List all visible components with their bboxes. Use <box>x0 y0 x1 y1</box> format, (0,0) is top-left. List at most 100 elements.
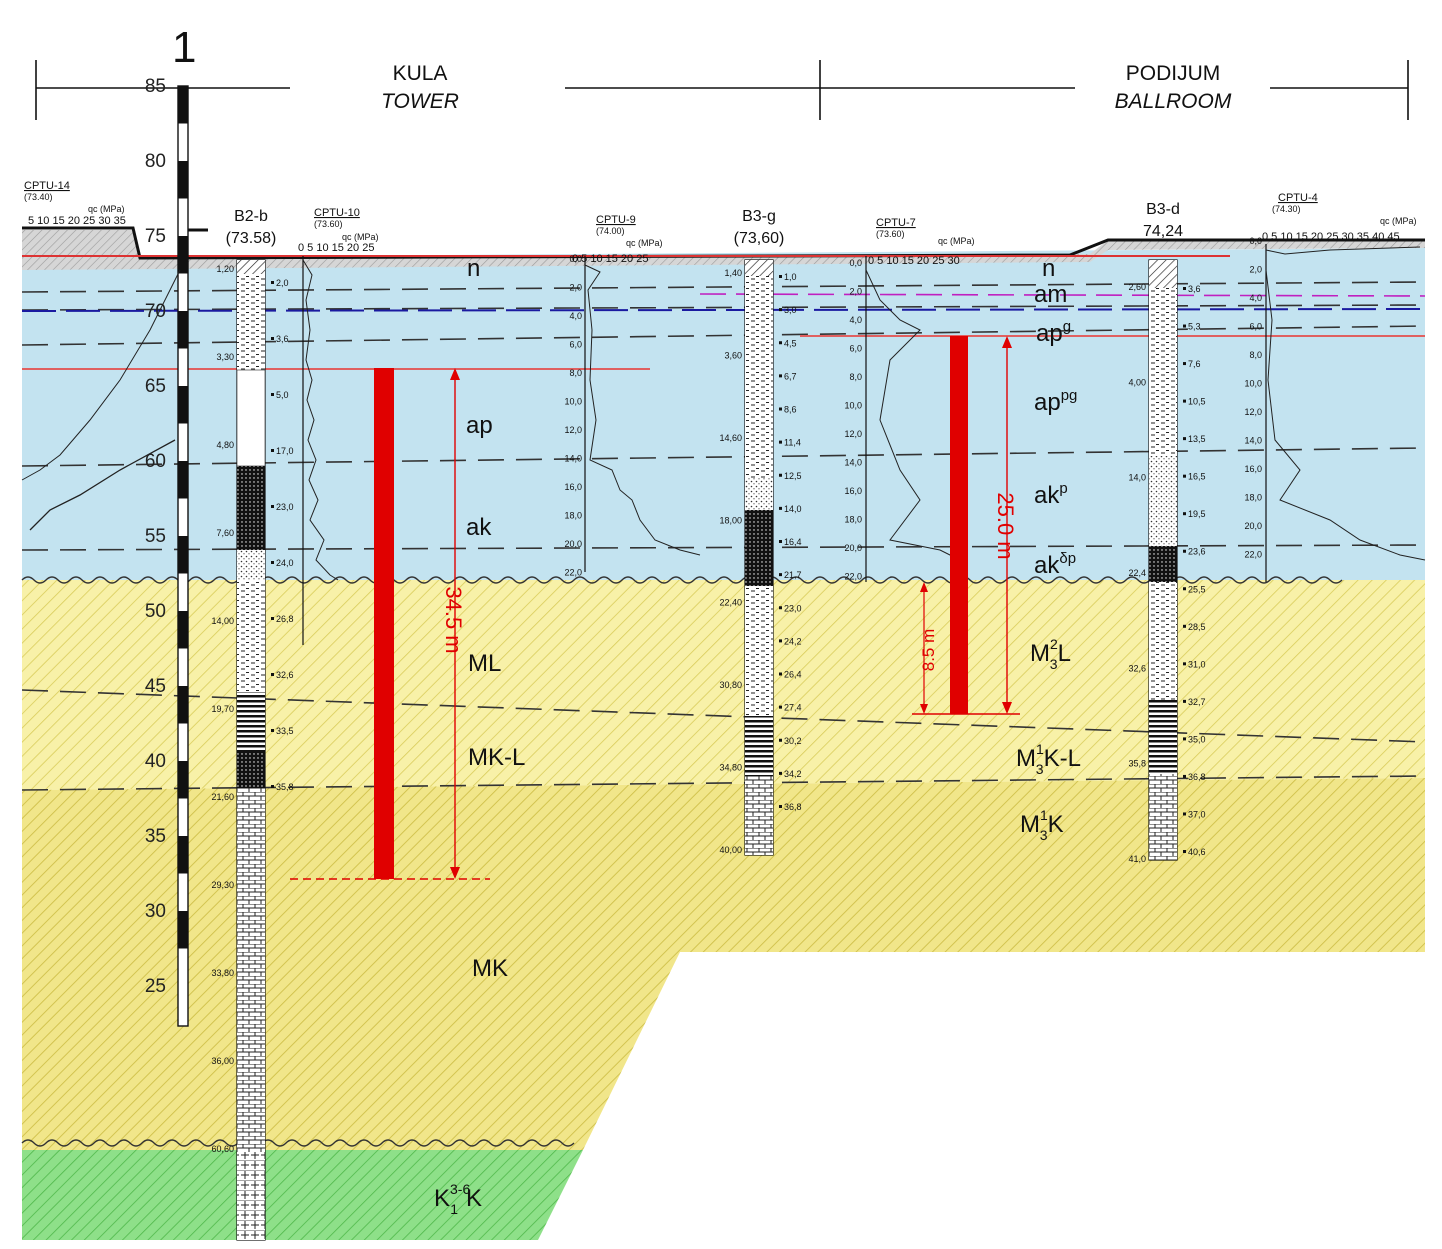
cptu9-qc: qc (MPa) <box>626 238 663 248</box>
b3d-name: B3-d <box>1146 201 1180 218</box>
b2b-elevation: (73.58) <box>226 230 277 247</box>
b3g-depth-right: 6,7 <box>784 371 797 381</box>
cptu-depth-label: 2,0 <box>1249 265 1262 275</box>
borehole-b3g: B3-g (73,60) <box>734 208 784 856</box>
b3d-depth-right: 7,6 <box>1188 359 1201 369</box>
cptu7-elev: (73.60) <box>876 229 905 239</box>
b2b-depth-right: 26,8 <box>276 614 294 624</box>
cptu-depth-label: 16,0 <box>564 482 582 492</box>
section-number: 1 <box>172 23 196 72</box>
b2b-depth-left: 14,00 <box>211 616 234 626</box>
cptu-depth-label: 18,0 <box>564 511 582 521</box>
cptu9-scale: 0 5 10 15 20 25 <box>572 253 648 265</box>
cptu-depth-label: 4,0 <box>1249 293 1262 303</box>
b3g-depth-right: 3,0 <box>784 305 797 315</box>
b3d-depth-left: 2,60 <box>1128 282 1146 292</box>
green-zone <box>22 1150 583 1240</box>
cptu-depth-label: 2,0 <box>569 283 582 293</box>
unit-apg: apg <box>1036 318 1071 347</box>
cptu14-elev: (73.40) <box>24 192 53 202</box>
b3g-depth-right: 14,0 <box>784 504 802 514</box>
b2b-depth-left: 29,30 <box>211 880 234 890</box>
blue-zone <box>22 248 1425 580</box>
b3g-depth-right: 16,4 <box>784 537 802 547</box>
yellow-zone-lower <box>22 778 1425 1150</box>
borehole-b3d: B3-d 74,24 <box>1143 201 1183 861</box>
b3g-depth-left: 14,60 <box>719 433 742 443</box>
elevation-tick-label: 65 <box>145 376 166 397</box>
b3g-depth-left: 18,00 <box>719 515 742 525</box>
b2b-depth-right: 32,6 <box>276 670 294 680</box>
b2b-depth-right: 23,0 <box>276 502 294 512</box>
b2b-depth-right: 3,6 <box>276 334 289 344</box>
elevation-tick-label: 40 <box>145 751 166 772</box>
b3g-depth-right: 1,0 <box>784 272 797 282</box>
elevation-tick-label: 50 <box>145 601 166 622</box>
cptu4-scale: 0 5 10 15 20 25 30 35 40 45 <box>1262 231 1400 243</box>
b2b-depth-right: 2,0 <box>276 278 289 288</box>
b2b-depth-left: 1,20 <box>216 264 234 274</box>
b3g-depth-left: 1,40 <box>724 268 742 278</box>
b3g-depth-left: 30,80 <box>719 680 742 690</box>
elevation-tick-label: 75 <box>145 226 166 247</box>
ballroom-dimension-label: 25.0 m <box>993 492 1018 559</box>
b2b-depth-left: 36,00 <box>211 1056 234 1066</box>
unit-akdp: akδp <box>1034 550 1076 579</box>
cptu-depth-label: 16,0 <box>844 486 862 496</box>
b2b-depth-left: 60,60 <box>211 1144 234 1154</box>
cptu-soundings: CPTU-14 (73.40) 5 10 15 20 25 30 35 qc (… <box>21 180 1426 645</box>
b3d-depth-right: 40,6 <box>1188 847 1206 857</box>
elevation-tick-label: 35 <box>145 826 166 847</box>
b3g-depth-right: 34,2 <box>784 769 802 779</box>
depth-labels: 1,203,304,807,6014,0019,7021,6029,3033,8… <box>211 264 1205 1154</box>
dimension-ballroom: 25.0 m 8.5 m <box>912 336 1020 715</box>
b3d-depth-right: 32,7 <box>1188 697 1206 707</box>
b2b-depth-left: 19,70 <box>211 704 234 714</box>
b3d-depth-right: 5,3 <box>1188 322 1201 332</box>
cptu-depth-label: 10,0 <box>1244 379 1262 389</box>
cptu-depth-label: 10,0 <box>564 397 582 407</box>
section-header: 1 KULA BALLROOM TOWER PODIJUM BALLROOM <box>35 23 1409 120</box>
b3g-depth-right: 4,5 <box>784 338 797 348</box>
unit-n-right: n <box>1042 255 1055 282</box>
cptu-depth-label: 22,0 <box>1244 550 1262 560</box>
cptu-4: CPTU-4 (74.30) 0 5 10 15 20 25 30 35 40 … <box>1262 192 1426 582</box>
unconformity-lower <box>21 1139 575 1147</box>
unit-ML: ML <box>468 650 501 677</box>
cptu10-name: CPTU-10 <box>314 207 360 219</box>
b3g-depth-left: 40,00 <box>719 845 742 855</box>
b3g-depth-right: 36,8 <box>784 802 802 812</box>
b3d-depth-right: 23,6 <box>1188 547 1206 557</box>
b2b-depth-right: 17,0 <box>276 446 294 456</box>
cptu7-name: CPTU-7 <box>876 217 916 229</box>
b3d-depth-left: 22,4 <box>1128 568 1146 578</box>
unit-labels: n n am apg appg ap ak akp akδp ML MK-L M… <box>434 255 1081 1217</box>
cptu-depth-label: 4,0 <box>849 315 862 325</box>
cptu-depth-label: 14,0 <box>564 454 582 464</box>
b2b-depth-left: 33,80 <box>211 968 234 978</box>
cptu-depth-label: 6,0 <box>569 340 582 350</box>
b2b-depth-left: 21,60 <box>211 792 234 802</box>
cptu-depth-label: 6,0 <box>849 344 862 354</box>
elevation-tick-label: 55 <box>145 526 166 547</box>
cptu-depth-label: 18,0 <box>1244 493 1262 503</box>
b3g-depth-right: 27,4 <box>784 703 802 713</box>
cptu4-elev: (74.30) <box>1272 204 1301 214</box>
b2b-depth-right: 33,5 <box>276 726 294 736</box>
cptu-depth-label: 22,0 <box>844 572 862 582</box>
elevation-tick-label: 30 <box>145 901 166 922</box>
cptu14-scale: 5 10 15 20 25 30 35 <box>28 215 126 227</box>
b2b-depth-left: 4,80 <box>216 440 234 450</box>
unit-akp: akp <box>1034 480 1068 509</box>
cptu4-qc: qc (MPa) <box>1380 216 1417 226</box>
tower-title: KULA <box>393 62 448 85</box>
elevation-tick-label: 85 <box>145 76 166 97</box>
b3g-depth-left: 34,80 <box>719 763 742 773</box>
cptu-depth-label: 10,0 <box>844 401 862 411</box>
b3g-depth-right: 24,2 <box>784 636 802 646</box>
unit-MK: MK <box>472 955 508 982</box>
b2b-name: B2-b <box>234 208 268 225</box>
